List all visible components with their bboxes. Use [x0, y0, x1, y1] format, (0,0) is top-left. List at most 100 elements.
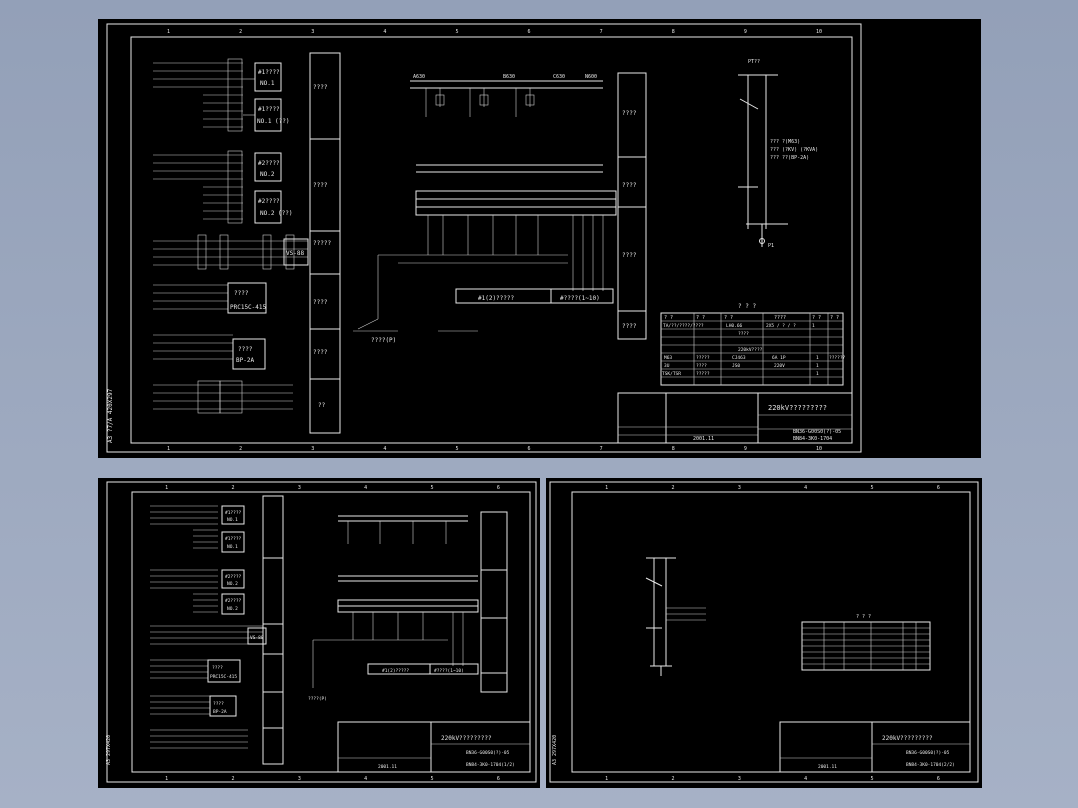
frame-column-number: 5: [455, 29, 458, 35]
frame-column-number: 5: [455, 446, 458, 452]
ct3-label: #2????: [258, 160, 280, 167]
frame-column-number: 4: [364, 776, 367, 782]
s3-code1: BN36-G00S0(?)-05: [906, 750, 950, 756]
frame-column-number: 4: [804, 485, 807, 491]
frame-column-number: 7: [600, 446, 603, 452]
frame-column-number: 3: [298, 776, 301, 782]
s2-title-block: [337, 721, 531, 773]
sheet1-side-label: A3 ?7/A 420X297: [107, 388, 114, 443]
ct1-label: #1????: [258, 69, 280, 76]
parts-r3-c5: ??????: [829, 355, 846, 361]
prcs-no: PRC15C-415: [230, 304, 267, 311]
frame-column-number: 1: [165, 485, 168, 491]
s2-bottom-group: [150, 729, 248, 749]
sheet2-side-label: A3 297X420: [106, 735, 112, 765]
s3-title-block: [779, 721, 971, 773]
panel-left-0: ????: [313, 84, 328, 91]
parts-r2-c1: 220kV????: [738, 347, 763, 353]
frame-column-number: 4: [804, 776, 807, 782]
parts-r4-c2: JS0: [732, 363, 740, 369]
frame-column-number: 6: [937, 776, 940, 782]
s2-ct4-label: #2????: [225, 598, 242, 604]
frame-column-number: 1: [165, 776, 168, 782]
frame-column-number: 8: [672, 29, 675, 35]
frame-column-number: 5: [871, 485, 874, 491]
parts-r3-c0: M63: [664, 355, 672, 361]
parts-r0-c0: TA/??/????/????: [663, 323, 704, 329]
right-terminal-panel: [617, 72, 647, 340]
parts-r0-c3: 1: [812, 323, 815, 329]
drawing-sheet-right: A3 297X420 ? ? ? 220kV????????? BN36-G00…: [546, 478, 982, 788]
parts-r5-c4: 1: [816, 371, 819, 377]
pt-ground-label: P1: [768, 243, 774, 249]
parts-r1-c1: ????: [738, 331, 749, 337]
frame-column-number: 1: [167, 446, 170, 452]
frame-column-number: 6: [937, 485, 940, 491]
panel-right-0: ????: [622, 110, 637, 117]
vs-label: VS-88: [286, 250, 304, 257]
parts-header-4: ? ?: [812, 315, 821, 321]
bus-n-label: N600: [585, 74, 597, 80]
s3-code2: BN84-3K0-1704(2/2): [906, 762, 955, 768]
s2-title: 220kV?????????: [441, 735, 492, 742]
s2-ct3-label: #2????: [225, 574, 242, 580]
parts-r0-c2: 2X5 / ? / ?: [766, 323, 796, 329]
frame-column-number: 2: [232, 776, 235, 782]
parts-r3-c2: CJ463: [732, 355, 746, 361]
pt-schematic: [738, 74, 788, 247]
s2-relay-box: #1(2)?????: [382, 668, 409, 674]
ct4-label: #2????: [258, 198, 280, 205]
s2-date: 2001.11: [378, 764, 397, 770]
pt-item-2: ??? ??(BP-2A): [770, 155, 809, 161]
frame-column-number: 9: [744, 446, 747, 452]
ct3-no: NO.2: [260, 171, 275, 178]
parts-header-5: ? ?: [830, 315, 839, 321]
ct-wiring-group-1: [153, 58, 282, 132]
vs-wiring-group: [153, 234, 309, 270]
s2-panel-right: [480, 511, 508, 693]
parts-r5-c1: ?????: [696, 371, 710, 377]
parts-r3-c4: 1: [816, 355, 819, 361]
parts-r3-c1: ?????: [696, 355, 710, 361]
title-code1: BN36-G00S0(?)-05: [793, 429, 841, 435]
left-terminal-panel: [309, 52, 341, 434]
frame-column-number: 2: [672, 485, 675, 491]
s2-ct1-label: #1????: [225, 510, 242, 516]
frame-column-number: 1: [167, 29, 170, 35]
center-terminal-strip: [353, 164, 617, 332]
s3-parts-table: [801, 621, 931, 671]
s2-prcs-no: PRC15C-415: [210, 674, 237, 680]
frame-column-number: 3: [311, 29, 314, 35]
prcs-label: ????: [234, 290, 249, 297]
sheet3-side-label: A3 297X420: [552, 735, 558, 765]
ct1-no: NO.1: [260, 80, 275, 87]
ct4-no: NO.2 (??): [260, 210, 293, 217]
s2-bp-label: ????: [213, 701, 224, 707]
pt-label: PT??: [748, 59, 760, 65]
relay-box2-label: #????(1~10): [560, 295, 600, 302]
panel-left-5: ??: [318, 402, 326, 409]
parts-header-2: ? ?: [724, 315, 733, 321]
frame-column-number: 5: [431, 485, 434, 491]
main-schematic-svg: A3 ?7/A 420X297 #1???? NO.1 #1???? NO.1 …: [106, 23, 862, 453]
ct-wiring-group-2: [153, 150, 282, 224]
prc-wiring-group: [153, 282, 267, 314]
s2-ct-group: [150, 505, 245, 615]
panel-left-2: ?????: [313, 240, 331, 247]
s2-panel-left: [262, 495, 284, 765]
frame-column-number: 2: [232, 485, 235, 491]
bp-no: BP-2A: [236, 357, 254, 364]
frame-column-number: 2: [239, 29, 242, 35]
center-upper-bus: [410, 80, 603, 117]
s2-code2: BN84-3K0-1704(1/2): [466, 762, 515, 768]
panel-right-3: ????: [622, 323, 637, 330]
panel-left-1: ????: [313, 182, 328, 189]
title-block-main: [617, 392, 853, 444]
parts-r4-c3: 220V: [774, 363, 785, 369]
bp-label: ????: [238, 346, 253, 353]
s2-code1: BN36-G00S0(?)-05: [466, 750, 510, 756]
relay-box-label: #1(2)?????: [478, 295, 515, 302]
parts-r4-c0: 3U: [664, 363, 670, 369]
s2-bottom-label: ????(P): [308, 696, 327, 702]
pt-item-0: ??? ?(M63): [770, 139, 800, 145]
